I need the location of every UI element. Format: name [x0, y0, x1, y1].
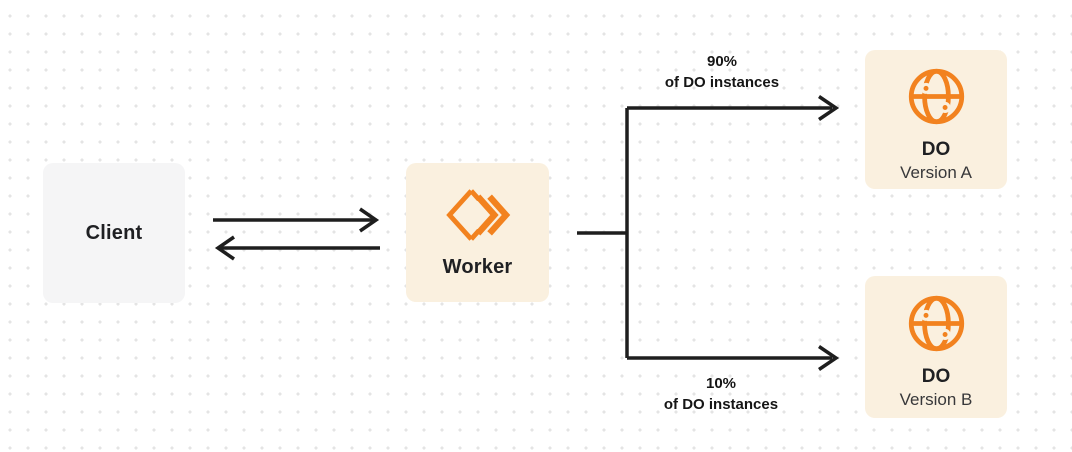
bottom-branch-caption: of DO instances	[663, 396, 779, 413]
workers-logo-icon	[445, 186, 511, 244]
bottom-branch-label: 10% of DO instances	[596, 373, 846, 415]
do-version-b-title: DO	[921, 366, 951, 387]
client-node: Client	[43, 163, 185, 303]
branch-connector	[577, 108, 629, 358]
worker-node: Worker	[406, 163, 549, 302]
bottom-branch-percent: 10%	[705, 375, 737, 392]
globe-icon	[906, 293, 967, 354]
do-version-b-node: DO Version B	[865, 276, 1007, 418]
arrow-worker-to-client	[214, 235, 380, 261]
globe-icon	[906, 66, 967, 127]
worker-label: Worker	[442, 256, 513, 278]
top-branch-label: 90% of DO instances	[597, 51, 847, 93]
top-branch-percent: 90%	[706, 53, 738, 70]
client-label: Client	[85, 221, 143, 244]
arrow-to-do-version-b	[627, 345, 840, 371]
do-version-a-title: DO	[921, 138, 951, 160]
top-branch-caption: of DO instances	[664, 74, 780, 91]
arrow-to-do-version-a	[627, 95, 840, 121]
do-version-a-node: DO Version A	[865, 50, 1007, 189]
do-version-b-subtitle: Version B	[899, 390, 973, 409]
arrow-client-to-worker	[213, 207, 380, 233]
do-version-a-subtitle: Version A	[900, 162, 972, 182]
